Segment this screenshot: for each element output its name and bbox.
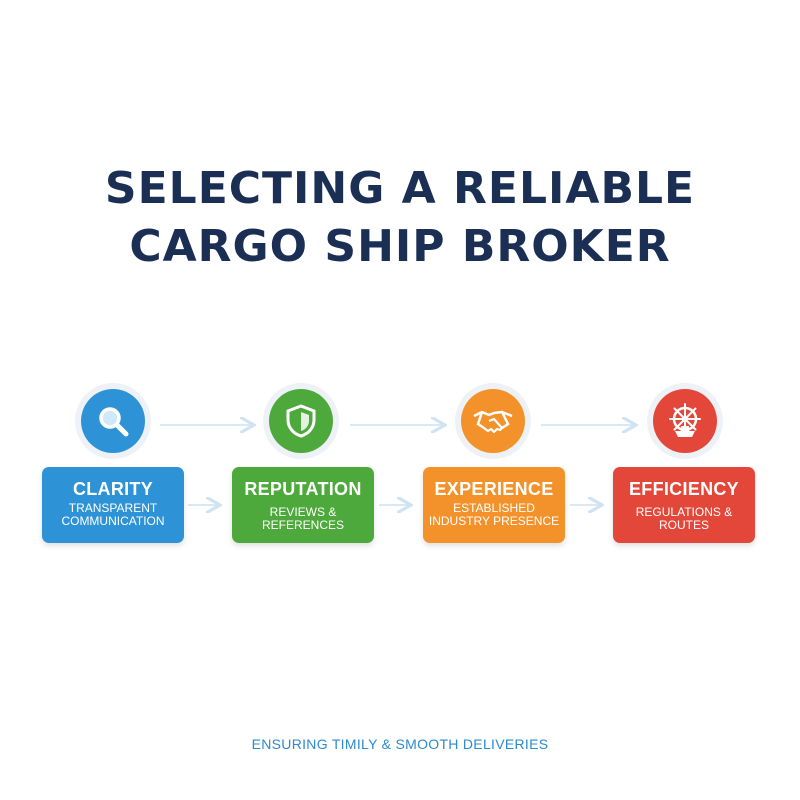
step-card-clarity: CLARITY TRANSPARENT COMMUNICATION <box>42 467 184 543</box>
shield-icon <box>269 389 333 453</box>
step-heading: REPUTATION <box>244 479 362 499</box>
page-title: SELECTING A RELIABLE CARGO SHIP BROKER <box>0 160 800 276</box>
step-subtitle: REGULATIONS & ROUTES <box>635 505 733 532</box>
step-card-reputation: REPUTATION REVIEWS & REFERENCES <box>232 467 374 543</box>
step-card-efficiency: EFFICIENCY REGULATIONS & ROUTES <box>613 467 755 543</box>
step-heading: EFFICIENCY <box>628 479 739 499</box>
footer-tagline: ENSURING TIMILY & SMOOTH DELIVERIES <box>251 736 549 752</box>
step-subtitle: REVIEWS & REFERENCES <box>261 505 344 532</box>
step-heading: EXPERIENCE <box>434 479 554 499</box>
step-heading: CLARITY <box>72 479 154 499</box>
handshake-icon <box>461 389 525 453</box>
step-card-experience: EXPERIENCE ESTABLISHED INDUSTRY PRESENCE <box>423 467 565 543</box>
step-subtitle: TRANSPARENT COMMUNICATION <box>61 501 165 528</box>
title-line-2: CARGO SHIP BROKER <box>129 221 671 272</box>
step-subtitle: ESTABLISHED INDUSTRY PRESENCE <box>428 501 560 528</box>
ship-wheel-icon <box>653 389 717 453</box>
magnifying-glass-icon <box>81 389 145 453</box>
title-line-1: SELECTING A RELIABLE <box>104 163 696 214</box>
